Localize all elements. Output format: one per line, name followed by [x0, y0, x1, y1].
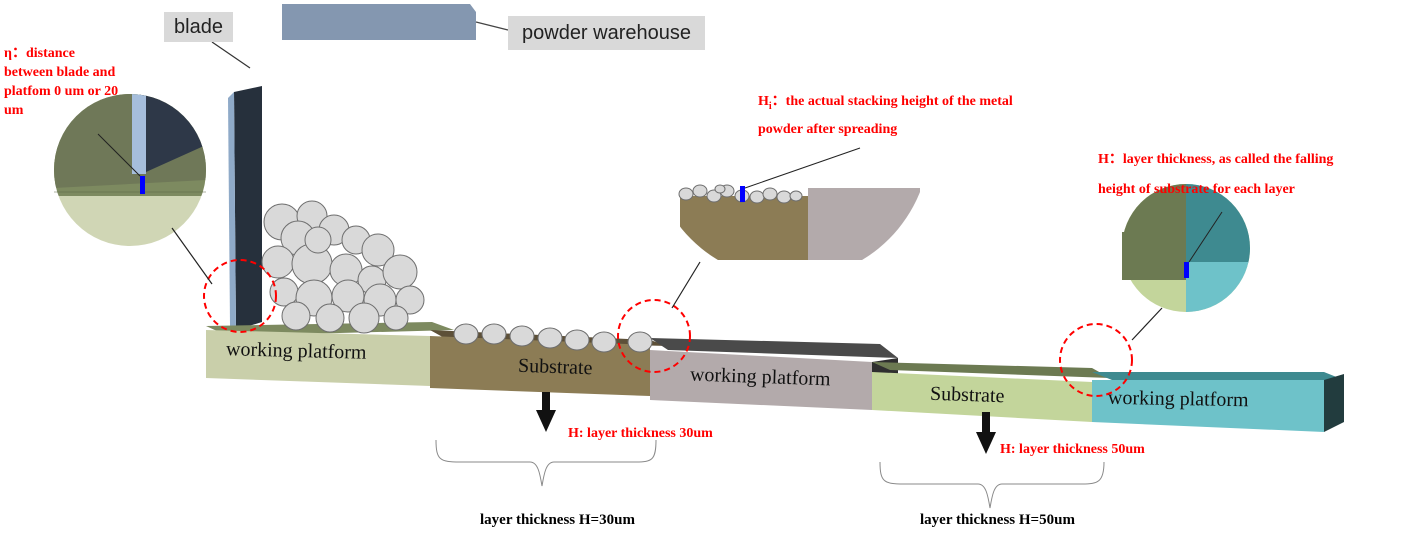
blade-edge [228, 92, 236, 330]
substrate-2-top [872, 362, 1110, 378]
bracket-30 [435, 439, 657, 487]
warehouse-leader [475, 21, 509, 31]
stacking-height-marker [740, 186, 745, 202]
h50-annotation: H: layer thickness 50um [1000, 442, 1145, 457]
working-platform-3-label: working platform [1107, 386, 1249, 412]
substrate-2-label: Substrate [929, 382, 1005, 408]
working-platform-3-top [1092, 372, 1344, 380]
working-platform-1-label: working platform [225, 338, 367, 364]
layer-thickness-marker [1184, 262, 1189, 278]
h-annotation-line1: H：layer thickness, as called the falling [1098, 152, 1334, 167]
substrate-1-front [430, 336, 650, 396]
blade-gap-marker [140, 176, 145, 194]
h-annotation-line2: height of substrate for each layer [1098, 182, 1295, 197]
magnified-detail-stacking [678, 147, 920, 260]
detail-3-leader [1131, 307, 1163, 341]
working-platform-2-top [650, 338, 898, 358]
powder-warehouse [282, 4, 476, 40]
hi-symbol: H [758, 94, 769, 109]
working-platform-1-front [206, 330, 430, 386]
working-platform-3-side [1324, 374, 1344, 432]
detail-2-leader [671, 261, 701, 309]
powder-warehouse-label: powder warehouse [508, 16, 705, 50]
bracket-50 [879, 461, 1105, 509]
arrow-down-30 [536, 392, 556, 432]
working-platform-2-front [650, 350, 872, 410]
bracket-30-label: layer thickness H=30um [480, 512, 635, 528]
hi-text: ：the actual stacking height of the metal [771, 94, 1013, 109]
hi-subscript: i [768, 100, 772, 112]
working-platform-3-front [1092, 380, 1324, 432]
hi-annotation-line1: Hi：the actual stacking height of the met… [758, 92, 1013, 117]
magnified-detail-layer-thickness [1122, 184, 1250, 312]
bracket-50-label: layer thickness H=50um [920, 512, 1075, 528]
substrate-2-front [872, 372, 1092, 422]
blade-leader [211, 41, 251, 69]
blade-label: blade [164, 12, 233, 42]
substrate-1-label: Substrate [517, 354, 593, 380]
magnified-detail-blade-gap [54, 94, 206, 246]
detail-markers [203, 259, 1133, 397]
working-platform-2-label: working platform [689, 363, 831, 391]
powder-pile [261, 200, 425, 334]
blade [234, 86, 262, 330]
hi-annotation-line2: powder after spreading [758, 122, 898, 137]
eta-annotation: η：distance between blade and platfom 0 u… [4, 46, 119, 118]
h30-annotation: H: layer thickness 30um [568, 426, 713, 441]
powder-row [453, 323, 653, 353]
detail-1-leader [171, 227, 213, 285]
arrow-down-50 [976, 412, 996, 454]
